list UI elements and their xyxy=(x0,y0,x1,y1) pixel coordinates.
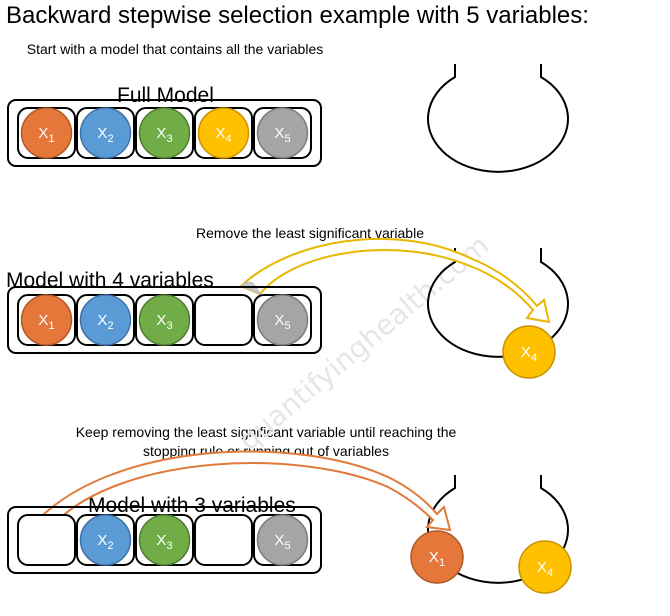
step1-note: Start with a model that contains all the… xyxy=(26,41,324,57)
model-slot xyxy=(17,514,76,566)
variable-x5-circle xyxy=(256,514,309,566)
variable-x1-circle xyxy=(20,294,73,346)
arrow-remove-x1 xyxy=(30,450,452,532)
variable-x1-circle xyxy=(20,107,73,159)
step1-model-label: Full Model xyxy=(117,84,214,107)
arrow-remove-x4-tail-shade xyxy=(240,281,261,295)
model-slot xyxy=(194,294,253,346)
bowl-1 xyxy=(427,64,569,173)
model-outer-frame xyxy=(7,506,322,574)
model-slot xyxy=(194,514,253,566)
variable-x3-circle xyxy=(138,107,191,159)
model-outer-frame xyxy=(7,99,322,167)
page-title: Backward stepwise selection example with… xyxy=(6,2,589,29)
step3-model-label: Model with 3 variables xyxy=(88,494,296,517)
variable-x2-circle xyxy=(79,107,132,159)
variable-x3-circle xyxy=(138,294,191,346)
arrow-remove-x4 xyxy=(239,237,551,324)
variable-x5-circle xyxy=(256,107,309,159)
variable-x4-circle xyxy=(197,107,250,159)
variable-x5-circle xyxy=(256,294,309,346)
variable-x2-circle xyxy=(79,294,132,346)
variable-x3-circle xyxy=(138,514,191,566)
variable-x2-circle xyxy=(79,514,132,566)
bowl-2-x4-circle xyxy=(502,325,556,379)
bowl-3-x4-circle xyxy=(518,540,572,594)
bowl-2 xyxy=(427,248,569,358)
step2-note: Remove the least significant variable xyxy=(195,225,424,241)
bowl-3-x1-circle xyxy=(410,530,464,584)
bowl-3 xyxy=(427,475,569,584)
model-outer-frame xyxy=(7,286,322,354)
